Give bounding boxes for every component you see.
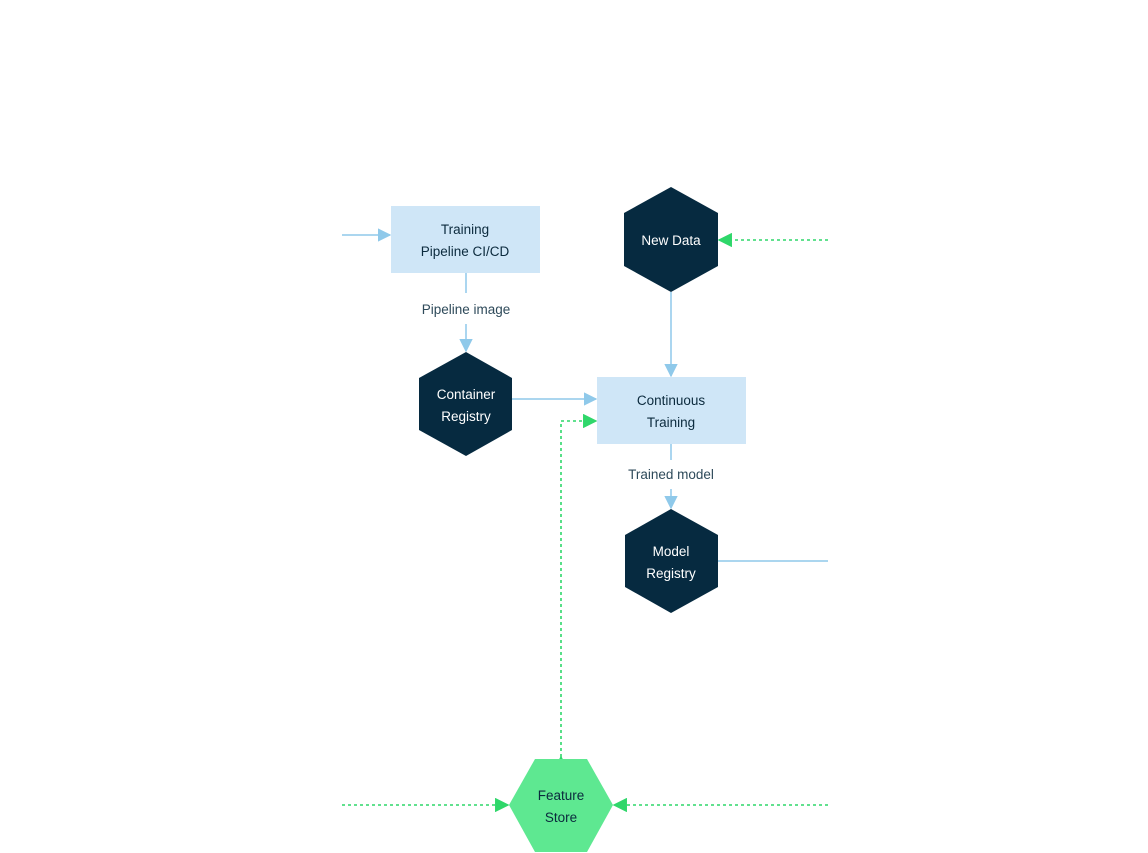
model-registry-label-line1: Model bbox=[653, 544, 690, 559]
edge-dashed-feature-store-continuous-training bbox=[553, 413, 598, 770]
new-data-node: New Data bbox=[624, 187, 718, 292]
container-registry-label-line1: Container bbox=[437, 387, 496, 402]
container-registry-label-line2: Registry bbox=[441, 409, 491, 424]
feature-store-node: Feature Store bbox=[509, 759, 613, 852]
edge-label-pipeline-image: Pipeline image bbox=[422, 302, 511, 317]
training-pipeline-box: Training Pipeline CI/CD bbox=[391, 206, 540, 273]
model-registry-label-line2: Registry bbox=[646, 566, 696, 581]
continuous-training-label-line1: Continuous bbox=[637, 393, 706, 408]
feature-store-label-line2: Store bbox=[545, 810, 577, 825]
continuous-training-box: Continuous Training bbox=[597, 377, 746, 444]
container-registry-node: Container Registry bbox=[419, 352, 512, 456]
new-data-label: New Data bbox=[641, 233, 701, 248]
model-registry-node: Model Registry bbox=[625, 509, 718, 613]
edge-label-trained-model: Trained model bbox=[628, 467, 714, 482]
continuous-training-label-line2: Training bbox=[647, 415, 695, 430]
feature-store-label-line1: Feature bbox=[538, 788, 585, 803]
training-pipeline-label-line1: Training bbox=[441, 222, 489, 237]
training-pipeline-label-line2: Pipeline CI/CD bbox=[421, 244, 510, 259]
